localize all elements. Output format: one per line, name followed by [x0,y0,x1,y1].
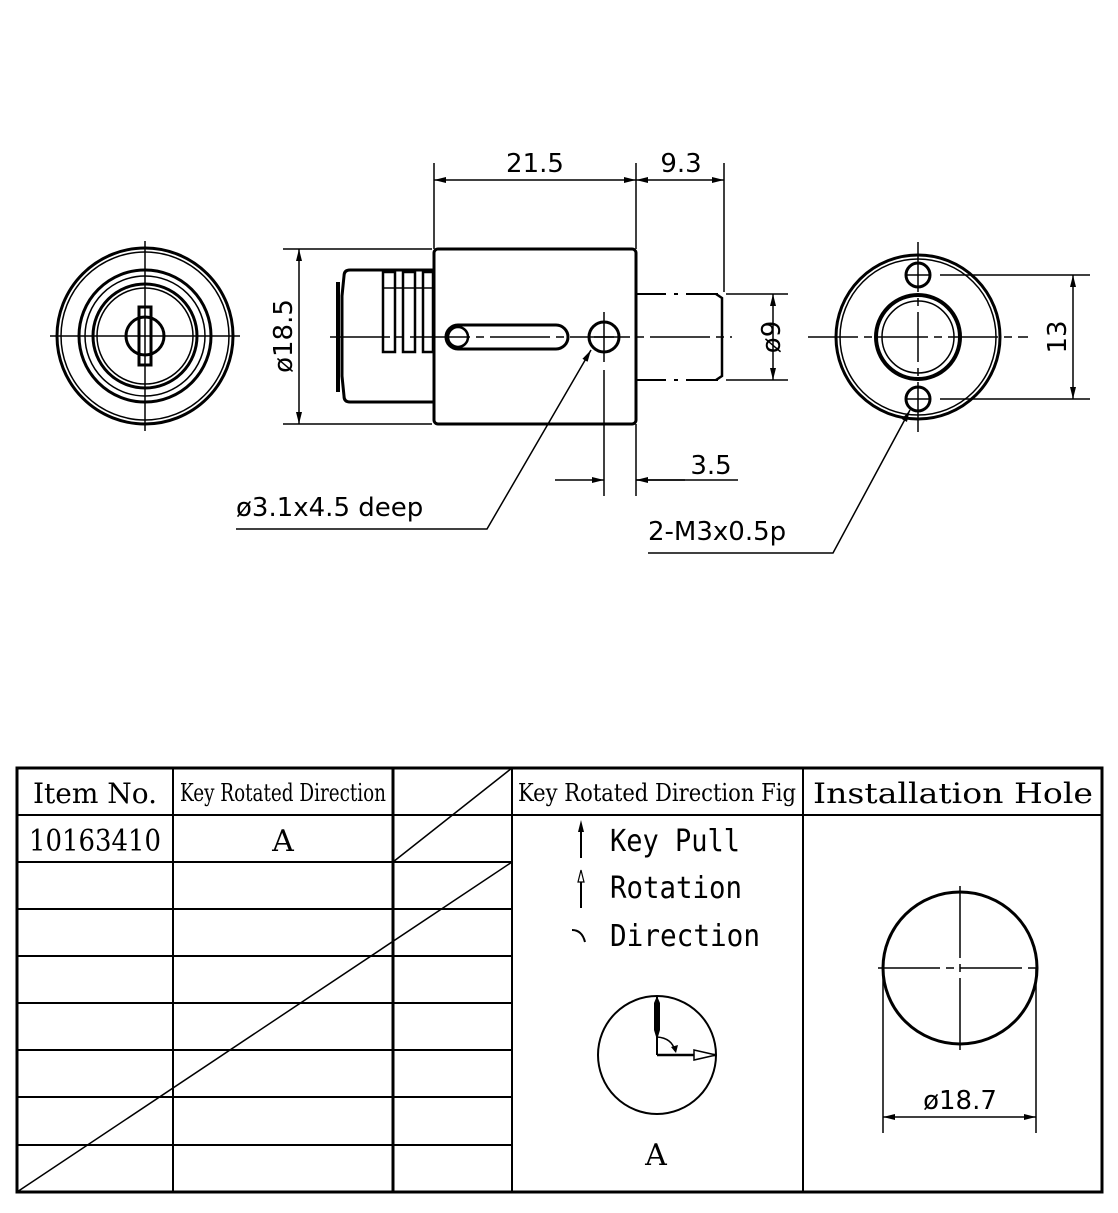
pin-hole-note: ø3.1x4.5 deep [236,493,423,523]
installation-hole-diameter: ø18.7 [923,1086,997,1116]
header-item-no: Item No. [33,777,157,810]
cell-direction: A [271,824,294,859]
blank-cell-strike [392,767,513,863]
dimension-shaft-diameter: ø9 [757,321,787,353]
thread-note: 2-M3x0.5p [648,517,786,547]
header-direction-fig: Key Rotated Direction Fig [518,779,796,807]
dimension-pin-offset-group: 3.5 [555,451,738,483]
rear-view [808,242,1028,432]
key-pull-arrow-icon [578,820,584,858]
installation-hole-figure [878,886,1040,1133]
legend-rotation: Rotation [610,871,742,906]
dimension-hole-spacing: 13 [1043,320,1073,353]
blank-rows-strike [16,861,513,1193]
dimension-shaft-diameter-group: ø9 [726,293,788,381]
fig-label: A [644,1138,667,1173]
legend-direction: Direction [610,919,760,954]
legend-key-pull: Key Pull [610,824,740,859]
cell-item-no: 10163410 [29,824,161,859]
dimension-hole-spacing-group: 13 [940,274,1090,400]
header-key-rotated-direction: Key Rotated Direction [180,779,386,807]
leader-pin-hole: ø3.1x4.5 deep [236,349,592,530]
header-installation-hole: Installation Hole [813,777,1093,810]
dimension-body-length: 21.5 [506,149,564,179]
leader-thread: 2-M3x0.5p [648,409,911,554]
rotation-arrow-icon [577,869,585,908]
dimension-shaft-length: 9.3 [660,149,701,179]
dimension-pin-offset: 3.5 [690,451,731,481]
direction-arc-icon [571,929,586,943]
dimension-body-diameter: ø18.5 [269,299,299,373]
spec-table: Item No. Key Rotated Direction Key Rotat… [15,766,1104,1194]
direction-figure [597,995,717,1115]
front-view [50,241,240,431]
dimension-lengths: 21.5 9.3 [433,149,725,496]
side-view [330,247,732,496]
dimension-body-diameter-group: ø18.5 [269,248,432,425]
